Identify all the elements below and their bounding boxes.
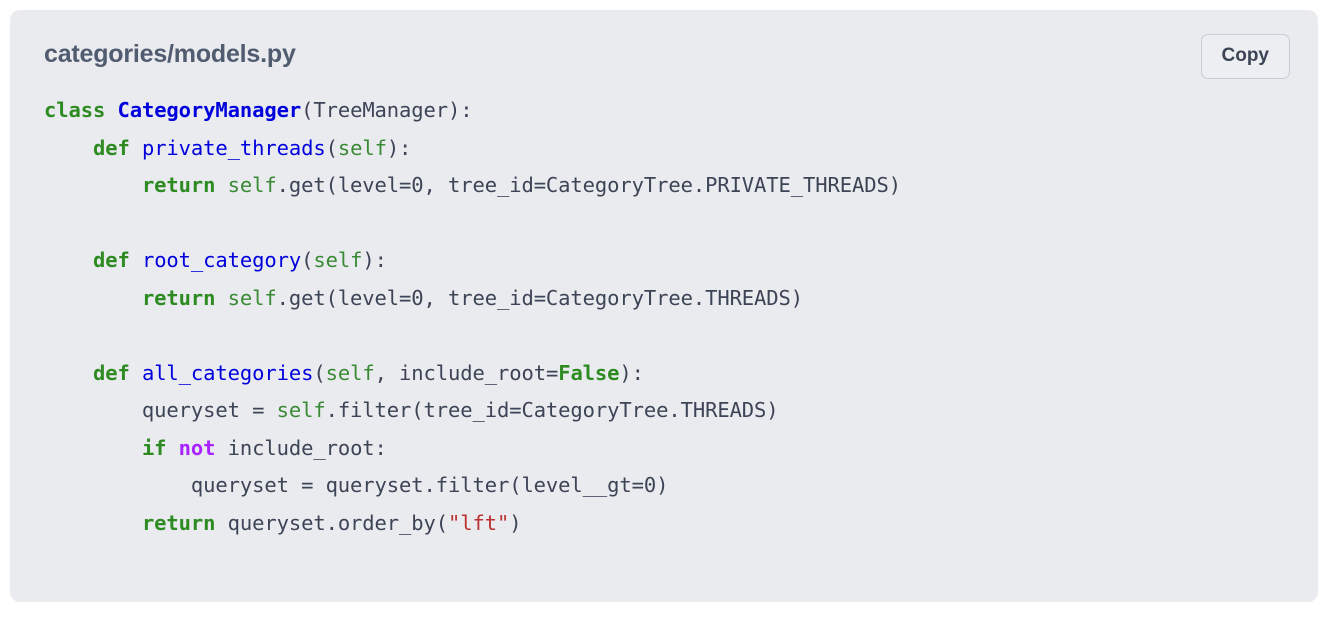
code-token: ( (313, 360, 326, 385)
code-line: return queryset.order_by("lft") (44, 510, 522, 535)
code-token (105, 98, 117, 122)
code-token: return (141, 173, 216, 197)
code-lines: class CategoryManager(TreeManager): def … (44, 98, 901, 535)
code-token: ( (325, 135, 338, 160)
code-token: include_root: (215, 435, 387, 460)
code-token: , include_root= (374, 360, 559, 385)
code-token: self (313, 248, 363, 272)
code-token (166, 436, 178, 460)
code-token: def (92, 360, 130, 385)
code-token: ( (301, 248, 314, 272)
code-token (44, 511, 142, 535)
code-token: ): (386, 135, 412, 160)
code-token: CategoryManager (117, 98, 302, 122)
code-token: queryset.order_by( (227, 510, 448, 535)
code-token: self (276, 398, 326, 422)
code-token: (TreeManager): (301, 98, 473, 122)
code-token (44, 286, 142, 310)
code-line: queryset = queryset.filter(level__gt=0) (44, 473, 669, 497)
code-token: False (558, 360, 620, 385)
code-line: def root_category(self): (44, 248, 387, 272)
code-token: self (337, 135, 387, 160)
code-token (215, 286, 227, 310)
code-token: return (141, 510, 216, 535)
code-token: ): (619, 360, 644, 385)
code-line: queryset = self.filter(tree_id=CategoryT… (44, 398, 779, 422)
code-token: return (141, 285, 216, 310)
code-content: class CategoryManager(TreeManager): def … (36, 82, 1292, 542)
code-token (44, 361, 93, 385)
code-token (130, 248, 142, 272)
code-token: if (141, 435, 167, 460)
code-token (44, 173, 142, 197)
code-card-header: categories/models.py Copy (36, 34, 1292, 82)
code-token (130, 136, 142, 160)
code-token: ) (509, 510, 522, 535)
code-token: .filter(tree_id=CategoryTree.THREADS) (325, 398, 779, 422)
code-token: def (92, 248, 130, 272)
code-line: return self.get(level=0, tree_id=Categor… (44, 286, 803, 310)
code-token: .get(level=0, tree_id=CategoryTree.PRIVA… (276, 173, 901, 197)
code-token: .get(level=0, tree_id=CategoryTree.THREA… (276, 285, 804, 310)
code-token: not (178, 435, 216, 460)
code-line: if not include_root: (44, 436, 387, 460)
code-line: class CategoryManager(TreeManager): (44, 98, 473, 122)
code-token: class (44, 98, 106, 122)
code-token: "lft" (448, 510, 510, 535)
copy-button[interactable]: Copy (1200, 34, 1290, 79)
code-token (130, 361, 142, 385)
code-token: ): (362, 248, 387, 272)
code-line: def private_threads(self): (44, 136, 411, 160)
code-token: queryset = (44, 398, 277, 422)
page-title: categories/models.py (44, 40, 296, 68)
code-token: queryset = queryset.filter(level__gt=0) (44, 473, 669, 497)
code-token: private_threads (141, 135, 326, 160)
code-token (44, 136, 93, 160)
code-token (44, 436, 142, 460)
code-snippet-card: categories/models.py Copy class Category… (10, 10, 1318, 602)
code-token (215, 173, 227, 197)
code-token: self (227, 285, 277, 310)
code-token (44, 248, 93, 272)
code-token: self (325, 360, 375, 385)
code-token: root_category (141, 248, 302, 272)
code-token: self (227, 173, 277, 197)
code-line: def all_categories(self, include_root=Fa… (44, 361, 644, 385)
code-token: all_categories (141, 360, 314, 385)
code-token: def (92, 135, 130, 160)
code-token (215, 511, 227, 535)
code-line: return self.get(level=0, tree_id=Categor… (44, 173, 901, 197)
